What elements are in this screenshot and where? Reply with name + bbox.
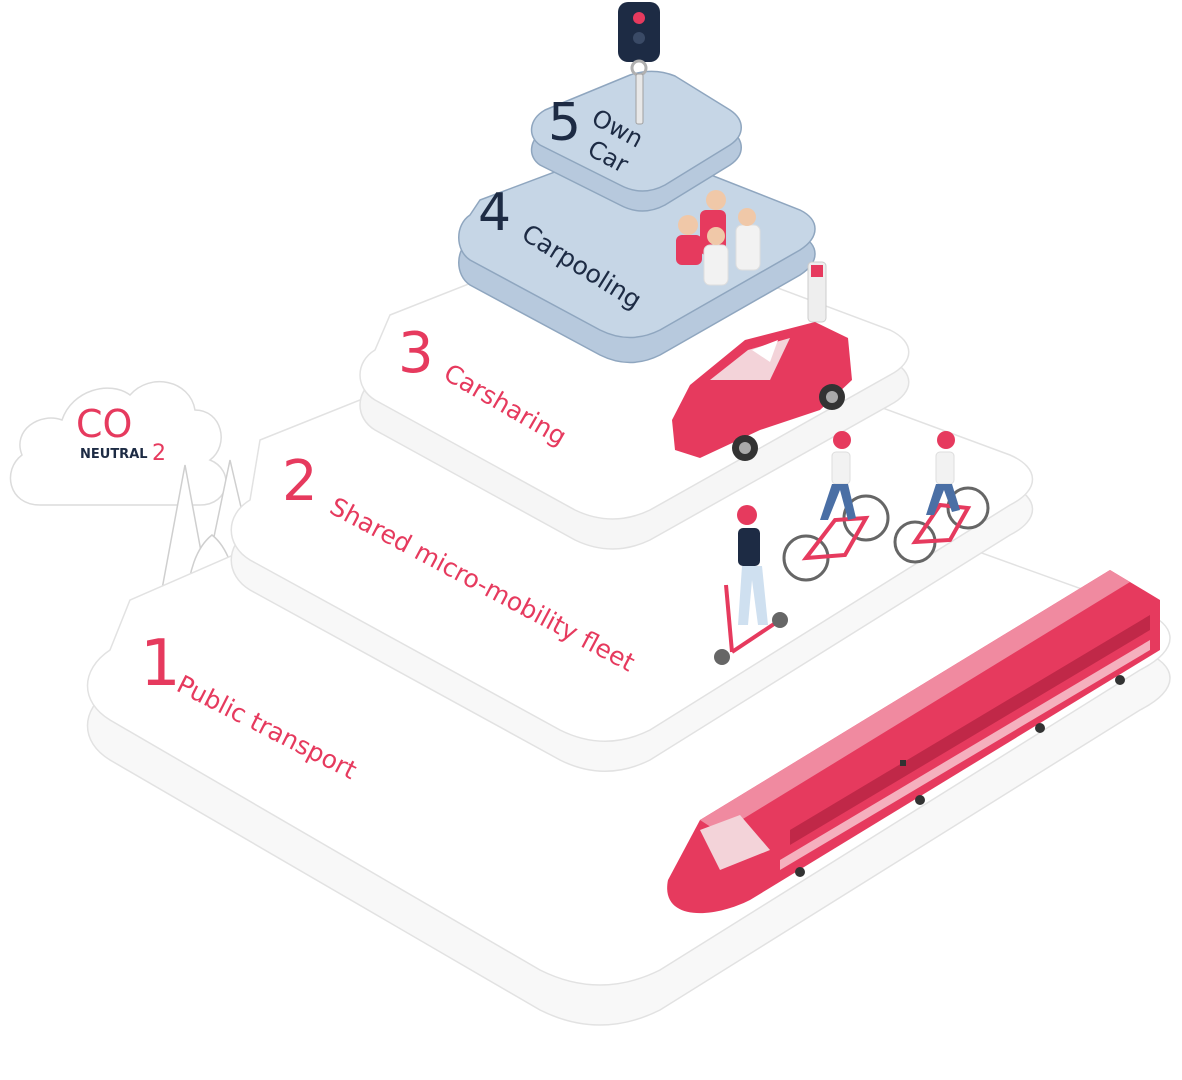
- co2-cloud: CO 2 NEUTRAL: [9, 381, 227, 506]
- tier-5-platform: [530, 70, 742, 212]
- neutral-label: NEUTRAL: [80, 447, 148, 462]
- train-icon: [667, 570, 1160, 914]
- co2-label: CO: [76, 402, 132, 446]
- co2-subscript: 2: [152, 441, 166, 466]
- bike-icon-2: [893, 431, 990, 564]
- bike-icon-1: [782, 431, 890, 582]
- level-1-number: 1: [140, 627, 181, 701]
- level-2-number: 2: [282, 449, 318, 514]
- level-4-number: 4: [478, 183, 511, 243]
- car-key-icon: [618, 2, 660, 125]
- electric-car-icon: [672, 322, 852, 461]
- charging-station-icon: [807, 261, 827, 323]
- people-group-icon: [676, 190, 761, 286]
- level-5-number: 5: [548, 93, 581, 153]
- scooter-icon: [714, 505, 788, 665]
- level-3-number: 3: [398, 321, 434, 386]
